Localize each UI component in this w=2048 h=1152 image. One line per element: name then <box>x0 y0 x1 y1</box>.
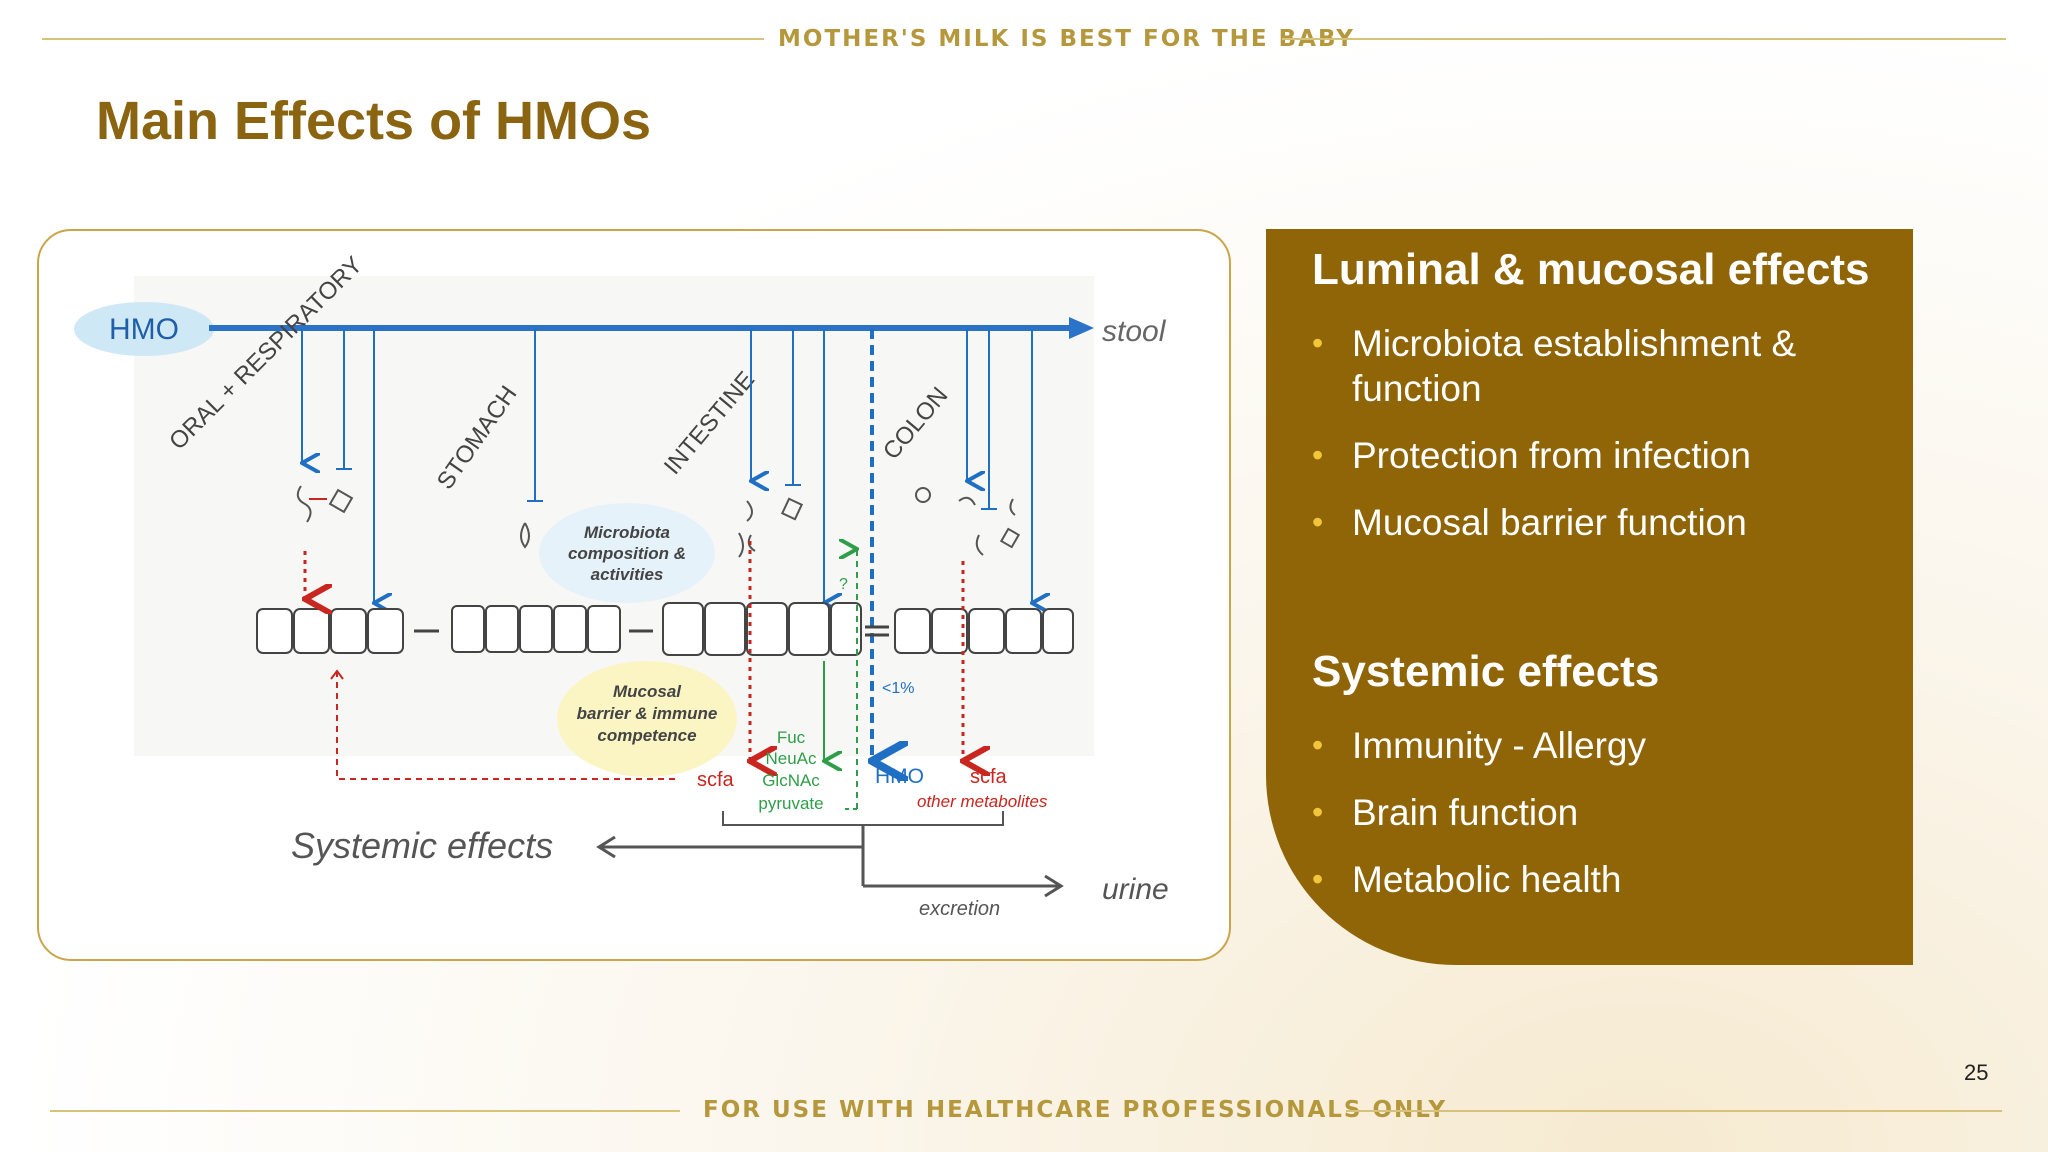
metabolite-glcnac: GlcNAc <box>762 771 820 790</box>
epithelium-cells <box>256 602 1074 656</box>
footer-banner: FOR USE WITH HEALTHCARE PROFESSIONALS ON… <box>703 1097 1448 1123</box>
hmo-diagram: HMO stool ORAL + RESPIRATORY STOMACH INT… <box>37 229 1231 961</box>
list-item: •Microbiota establishment & function <box>1312 323 1797 409</box>
urine-label: urine <box>1102 873 1169 906</box>
mucosal-line-1: Mucosal <box>613 682 682 701</box>
hmo-label: HMO <box>109 313 179 346</box>
urine-arrowhead <box>1044 874 1064 898</box>
diagram-canvas: HMO stool ORAL + RESPIRATORY STOMACH INT… <box>74 251 1169 920</box>
scfa-left-label: scfa <box>697 769 735 791</box>
header-banner: MOTHER'S MILK IS BEST FOR THE BABY <box>778 26 1355 52</box>
mucosal-line-2: barrier & immune <box>577 704 718 723</box>
microbiota-line-3: activities <box>591 565 664 584</box>
hmo-bottom-label: HMO <box>875 765 924 788</box>
bullet-icon: • <box>1312 325 1324 361</box>
systemic-heading: Systemic effects <box>1312 647 1660 696</box>
header-rule-left <box>42 38 764 40</box>
microbe-sketches <box>296 485 1021 558</box>
bullet-icon: • <box>1312 504 1324 540</box>
microbiota-line-1: Microbiota <box>584 523 670 542</box>
systemic-list: •Immunity - Allergy •Brain function •Met… <box>1312 723 1872 924</box>
stool-label: stool <box>1102 315 1167 348</box>
excretion-label: excretion <box>919 898 1000 920</box>
bullet-icon: • <box>1312 861 1324 897</box>
hmo-main-arrowhead <box>1069 317 1094 339</box>
question-label: ? <box>839 576 848 593</box>
bullet-icon: • <box>1312 794 1324 830</box>
page-title: Main Effects of HMOs <box>96 91 652 151</box>
red-dotted-arrows <box>305 541 963 761</box>
metabolite-neuac: NeuAc <box>765 749 817 768</box>
bullet-icon: • <box>1312 437 1324 473</box>
microbiota-line-2: composition & <box>568 544 686 563</box>
blue-down-arrows <box>302 329 1032 603</box>
list-item: •Immunity - Allergy <box>1312 725 1647 766</box>
red-feedback-arrowhead <box>330 669 344 680</box>
systemic-arrowhead <box>596 835 616 859</box>
other-metabolites-label: other metabolites <box>917 792 1048 811</box>
header-rule-right <box>1282 38 2006 40</box>
scfa-right-label: scfa <box>970 766 1008 788</box>
hmo-pill <box>74 302 214 356</box>
metabolite-bracket <box>722 811 1004 826</box>
footer-rule-right <box>1346 1110 2002 1112</box>
list-item: •Metabolic health <box>1312 859 1622 900</box>
luminal-heading: Luminal & mucosal effects <box>1312 245 1870 294</box>
metabolite-pyruvate: pyruvate <box>758 794 823 813</box>
luminal-list: •Microbiota establishment & function •Pr… <box>1312 321 1872 567</box>
effects-panel: Luminal & mucosal effects •Microbiota es… <box>1266 229 1913 965</box>
list-item: •Brain function <box>1312 792 1579 833</box>
red-feedback-line <box>336 671 675 780</box>
list-item: •Mucosal barrier function <box>1312 502 1747 543</box>
list-item: •Protection from infection <box>1312 435 1751 476</box>
mucosal-line-3: competence <box>597 726 696 745</box>
mucosal-bubble <box>557 661 737 777</box>
metabolite-fuc: Fuc <box>777 728 806 747</box>
microbiota-bubble <box>539 503 715 603</box>
less-than-label: <1% <box>882 680 914 697</box>
page-number: 25 <box>1964 1060 1989 1085</box>
systemic-effects-label: Systemic effects <box>291 825 553 866</box>
footer-rule-left <box>50 1110 680 1112</box>
bullet-icon: • <box>1312 727 1324 763</box>
epithelium-connectors <box>414 625 889 637</box>
